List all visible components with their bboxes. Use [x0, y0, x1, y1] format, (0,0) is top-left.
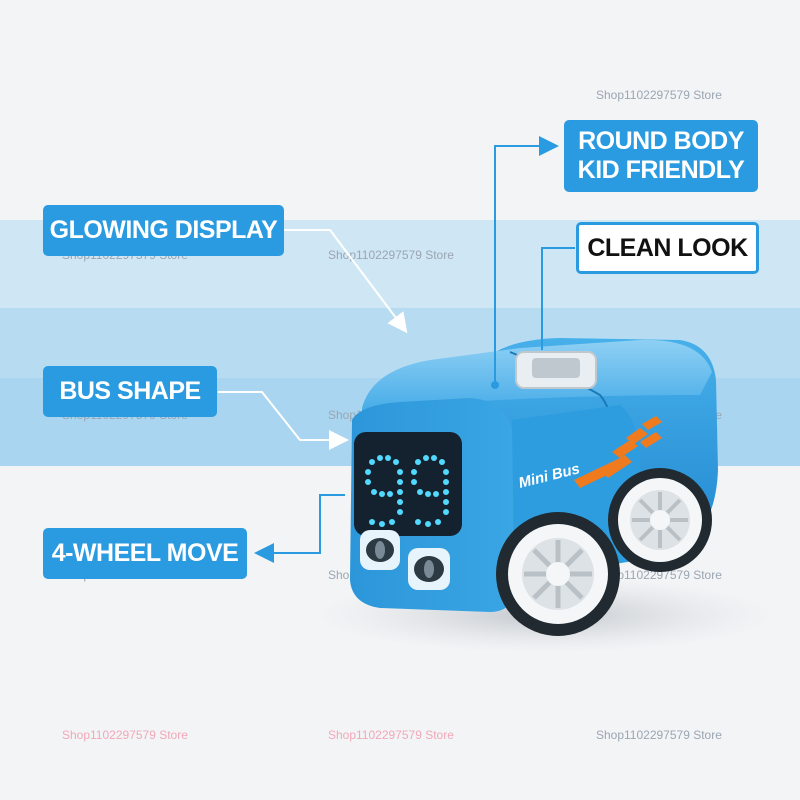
clean-look-connector [541, 247, 575, 350]
led-digits [365, 455, 449, 527]
round-body-connector [494, 136, 559, 385]
watermark: Shop1102297579 Store [596, 728, 722, 742]
front-sensors [360, 530, 450, 590]
label-bus-shape: BUS SHAPE [43, 366, 217, 417]
label-text: BUS SHAPE [59, 377, 201, 406]
rear-wheel [608, 468, 712, 572]
label-text: CLEAN LOOK [587, 233, 748, 262]
label-text: 4-WHEEL MOVE [51, 539, 239, 568]
watermark: Shop1102297579 Store [596, 88, 722, 102]
orange-decal [574, 416, 662, 488]
four-wheel-connector [254, 494, 345, 563]
watermark: Shop1102297579 Store [328, 728, 454, 742]
label-clean-look: CLEAN LOOK [576, 222, 759, 274]
round-body-dot [491, 381, 499, 389]
watermark: Shop1102297579 Store [596, 568, 722, 582]
label-four-wheel-move: 4-WHEEL MOVE [43, 528, 247, 579]
label-text-line2: KID FRIENDLY [577, 156, 745, 184]
front-wheel [496, 512, 620, 636]
label-round-body: ROUND BODY KID FRIENDLY [564, 120, 758, 192]
label-text: GLOWING DISPLAY [49, 216, 278, 245]
bus-shape-connector [218, 391, 349, 450]
watermark: Shop1102297579 Store [328, 248, 454, 262]
label-glowing-display: GLOWING DISPLAY [43, 205, 284, 256]
glowing-display-connector [284, 229, 408, 334]
label-text-line1: ROUND BODY [578, 127, 744, 156]
roof-button [515, 351, 597, 389]
watermark: Shop1102297579 Store [62, 728, 188, 742]
